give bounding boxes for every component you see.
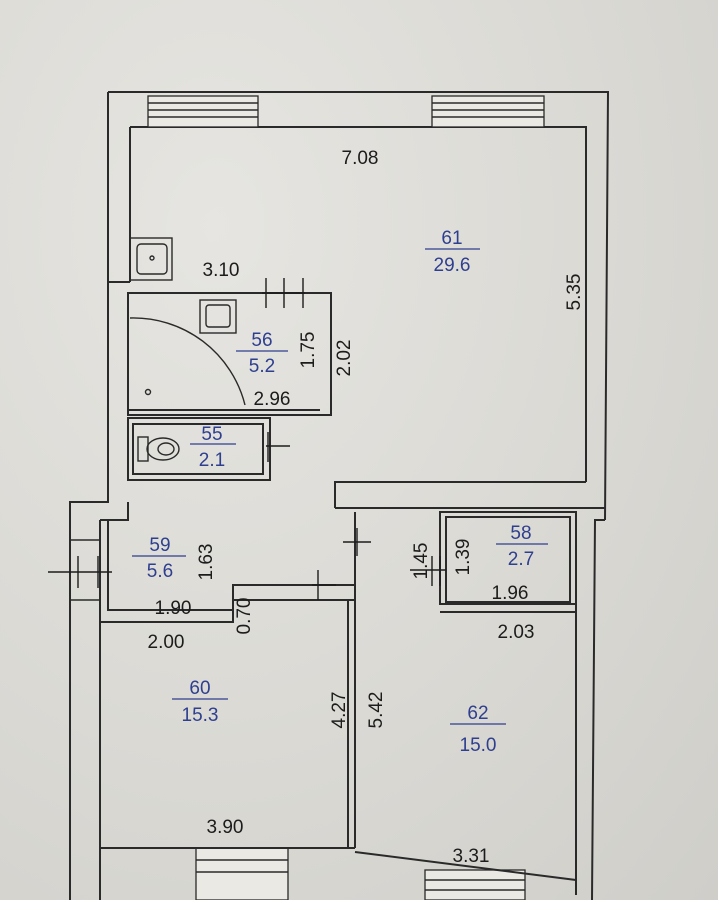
toilet-room: [127, 417, 290, 481]
hall-room: [48, 502, 355, 623]
window-top-right: [431, 95, 545, 128]
outer-walls: [69, 91, 610, 900]
dim-1-96: 1.96: [492, 583, 529, 604]
dim-5-35: 5.35: [564, 274, 585, 311]
toilet-icon: [137, 436, 180, 462]
room-label-59: 59 5.6: [132, 535, 186, 582]
dim-0-70: 0.70: [234, 598, 255, 635]
dim-2-03: 2.03: [498, 622, 535, 643]
room-56-number: 56: [251, 330, 272, 351]
dim-4-27: 4.27: [329, 692, 350, 729]
room-62-number: 62: [467, 703, 488, 724]
room-label-60: 60 15.3: [172, 678, 228, 726]
dim-1-63: 1.63: [196, 544, 217, 581]
dimension-labels: 7.08 5.35 3.10 1.75 2.02 2.96 1.63 1.90 …: [148, 148, 585, 867]
dim-3-10: 3.10: [203, 260, 240, 281]
room-62-walls: [354, 611, 577, 881]
bathroom-room: [127, 278, 332, 416]
room-58-area: 2.7: [508, 549, 534, 570]
room-60-area: 15.3: [182, 705, 219, 726]
dim-3-90: 3.90: [207, 817, 244, 838]
dim-1-90: 1.90: [155, 598, 192, 619]
room-61-area: 29.6: [434, 255, 471, 276]
room-60-walls: [99, 512, 356, 849]
room-label-56: 56 5.2: [236, 330, 288, 377]
room-59-number: 59: [149, 535, 170, 556]
dim-2-00: 2.00: [148, 632, 185, 653]
dim-3-31: 3.31: [453, 846, 490, 867]
kitchen-sink-icon: [129, 237, 173, 281]
dim-1-45: 1.45: [411, 543, 432, 580]
room-60-number: 60: [189, 678, 210, 699]
storage-room: [343, 511, 577, 605]
dim-2-02: 2.02: [334, 340, 355, 377]
room-label-58: 58 2.7: [496, 523, 548, 570]
windows: [147, 95, 545, 900]
bathtub-arc: [129, 317, 246, 406]
room-56-area: 5.2: [249, 356, 275, 377]
room-label-62: 62 15.0: [450, 703, 506, 756]
room-label-55: 55 2.1: [190, 424, 236, 471]
room-58-number: 58: [510, 523, 531, 544]
room-label-61: 61 29.6: [425, 228, 480, 276]
dim-7-08: 7.08: [342, 148, 379, 169]
window-bottom-left: [195, 847, 289, 900]
room-55-number: 55: [201, 424, 222, 445]
sink-icon: [199, 299, 237, 334]
window-top-left: [147, 95, 259, 128]
window-bottom-right: [424, 869, 526, 900]
dim-1-39: 1.39: [453, 539, 474, 576]
room-59-area: 5.6: [147, 561, 173, 582]
dim-2-96: 2.96: [254, 389, 291, 410]
room-55-area: 2.1: [199, 450, 225, 471]
dim-5-42: 5.42: [366, 692, 387, 729]
room-62-area: 15.0: [460, 735, 497, 756]
room-61-number: 61: [441, 228, 462, 249]
dim-1-75: 1.75: [298, 332, 319, 369]
